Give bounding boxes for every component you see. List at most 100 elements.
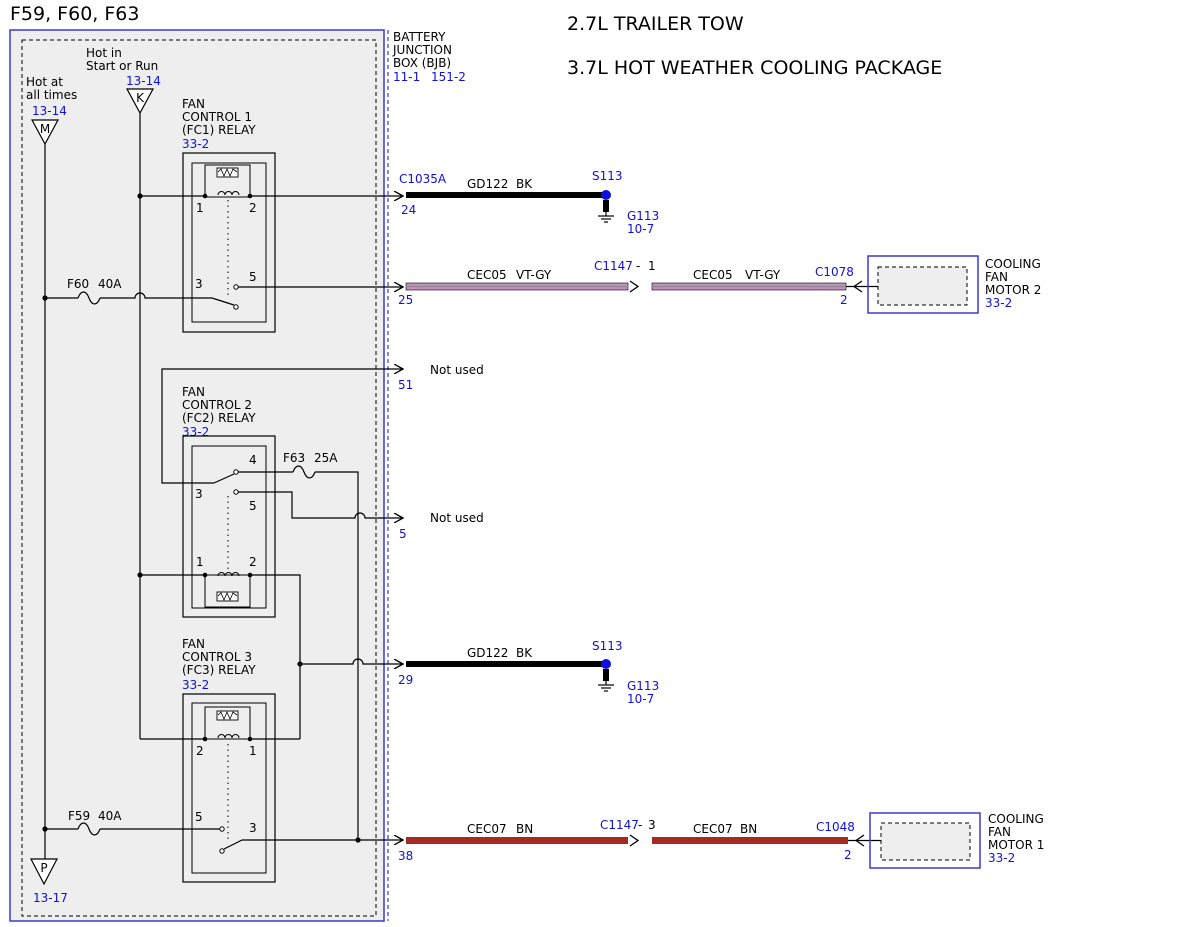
wire-gd122-top-circuit: GD122 [467,177,508,191]
heading-hot-weather: 3.7L HOT WEATHER COOLING PACKAGE [567,57,942,79]
fc2-resistor-zigzag [217,591,238,602]
fc2-resistor-box [204,574,251,608]
motor-2-label-line-1: COOLING [985,257,1041,271]
fc3-pin-5: 5 [195,810,203,824]
fc2-label-line-3: (FC2) RELAY [182,411,256,425]
wire-cec05-b-circuit: CEC05 [693,268,733,282]
c1147-top-dash: - [636,259,640,273]
fc1-junction-k [137,193,143,199]
fc1-label-line-2: CONTROL 1 [182,110,252,124]
wire-cec05-a-color: VT-GY [516,268,552,282]
bjb-ref-2: 151-2 [431,70,466,84]
pin-5: 5 [399,527,407,541]
fc1-ref: 33-2 [182,137,209,151]
bjb-label-line-1: BATTERY [393,30,446,44]
fc3-label-line-3: (FC3) RELAY [182,663,256,677]
fc1-outer-box [182,152,276,333]
hot-at-all-times-ref: 13-14 [32,104,67,118]
c1147-top-label: C1147 [594,259,633,273]
fc1-resistor-box [204,164,251,198]
motor-1-label-line-1: COOLING [988,812,1044,826]
fc2-inner-box [191,445,267,609]
fc2-junction-k [137,572,143,578]
fc2-pin-4: 4 [249,453,257,467]
fc1-inner-box [191,162,267,323]
fc1-pin-5: 5 [249,270,257,284]
splice-s113-top-label: S113 [592,169,623,183]
fc2-pin-2: 2 [249,555,257,569]
splice-s113-mid-label: S113 [592,639,623,653]
cooling-fan-motor-1: COOLING FAN MOTOR 1 33-2 [869,812,1044,869]
c1078-label: C1078 [815,265,854,279]
wire-cec07-a-circuit: CEC07 [467,822,507,836]
fc1-label-line-1: FAN [182,97,205,111]
f59-name: F59 [68,809,90,823]
connector-m-triangle [30,119,60,146]
diagram-title: F59, F60, F63 [10,3,139,25]
connector-m-letter: M [40,122,50,136]
fc3-pin-2: 2 [196,744,204,758]
fc1-switch-pivot [233,304,239,310]
fc3-ref: 33-2 [182,678,209,692]
fc3-switch-blade [223,839,243,850]
fc1-switch-blade [211,297,235,306]
c1147-bot-pin: 3 [648,818,656,832]
wire-gd122-top [406,192,606,198]
connector-k-letter: K [136,91,145,105]
fc3-resistor-zigzag [217,710,238,721]
relay-fc2: FAN CONTROL 2 (FC2) RELAY 33-2 4 3 5 1 2 [182,385,276,618]
fc1-label-line-3: (FC1) RELAY [182,123,256,137]
fc2-pin5-to-pin5 [238,491,403,518]
fc2-contact-5 [233,489,239,495]
pin-38: 38 [398,849,413,863]
power-source-hot-in-start-run: Hot in Start or Run 13-14 K [86,46,161,115]
fc1-pin-2: 2 [249,201,257,215]
motor-1-label-line-2: FAN [988,825,1011,839]
fc3-label-line-1: FAN [182,637,205,651]
motor-2-outer-box [867,255,979,314]
c1147-top-arrow [629,280,640,293]
motor-2-label-line-3: MOTOR 2 [985,283,1041,297]
motor-1-ref: 33-2 [988,851,1015,865]
cooling-fan-motor-2: COOLING FAN MOTOR 2 33-2 [867,255,1041,314]
ground-g113-top-ref: 10-7 [627,222,654,236]
hot-in-start-run-line-1: Hot in [86,46,122,60]
bjb-outline [9,29,385,922]
ground-strap-top [603,200,609,212]
motor-1-label-line-3: MOTOR 1 [988,838,1044,852]
fc3-pin-3: 3 [249,821,257,835]
fc2-coil [217,572,240,577]
ground-circuit-mid: GD122 BK S113 G113 10-7 [406,639,659,706]
not-used-pin-51: Not used [430,363,484,377]
f63-rating: 25A [314,451,338,465]
fc2-resistor [216,591,239,602]
pin-24: 24 [401,203,416,217]
heading-trailer-tow: 2.7L TRAILER TOW [567,13,744,35]
ground-bus-junction [297,661,303,667]
pin-29: 29 [398,673,413,687]
fc3-pin-1: 1 [249,744,257,758]
fc3-outer-box [182,693,276,883]
fc1-coil [217,191,240,196]
fc2-coil-to-ground-bus [250,574,301,739]
power-source-hot-at-all-times: Hot at all times 13-14 M [26,75,77,146]
wire-cec07-b-color: BN [740,822,757,836]
fc1-contact-5 [233,284,239,290]
wire-cec07-a [406,837,628,844]
bjb-label-line-2: JUNCTION [392,43,452,57]
motor-1-inner-box [880,822,971,861]
fc3-resistor-box [204,706,251,740]
fc2-label-line-2: CONTROL 2 [182,398,252,412]
wire-gd122-top-color: BK [516,177,533,191]
hot-at-all-times-line-2: all times [26,88,77,102]
bus-junction-pin38 [355,837,361,843]
ground-circuit-top: GD122 BK S113 G113 10-7 [406,169,659,236]
ground-bus-to-pin29 [300,658,403,664]
fc3-switch-pivot [219,848,225,854]
connector-k-triangle [125,88,155,115]
fc1-pin-1: 1 [196,201,204,215]
connector-p-ref: 13-17 [33,891,68,905]
c1147-bot-label: C1147 [600,818,639,832]
f59-rating: 40A [98,809,122,823]
relay-fc1: FAN CONTROL 1 (FC1) RELAY 33-2 1 2 3 5 [182,97,276,333]
